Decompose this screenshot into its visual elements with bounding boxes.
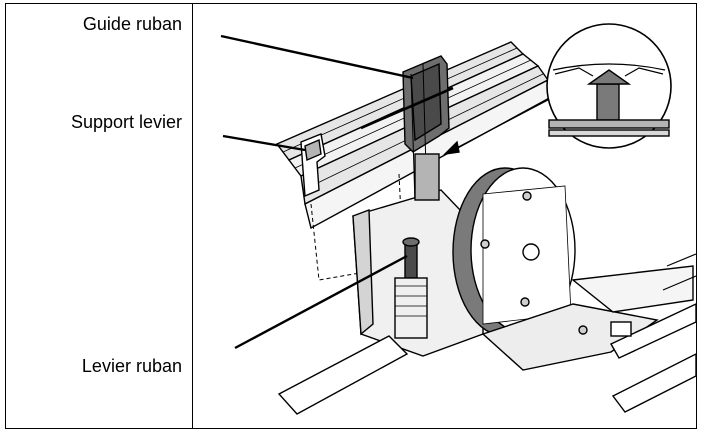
carriage-rods bbox=[277, 253, 696, 415]
label-levier-ruban: Levier ruban bbox=[81, 356, 182, 376]
leader-lines bbox=[220, 34, 414, 350]
ribbon-lever-part bbox=[394, 237, 428, 339]
column-divider bbox=[192, 4, 193, 428]
support-lever-part bbox=[300, 133, 326, 198]
label-guide-ruban: Guide ruban bbox=[82, 14, 182, 34]
print-head-carriage bbox=[352, 153, 484, 357]
ribbon-spool bbox=[452, 167, 576, 337]
detail-circle bbox=[546, 23, 672, 149]
ribbon-guide-part bbox=[360, 55, 454, 205]
figure-frame: Guide ruban Support levier Levier ruban bbox=[5, 3, 697, 429]
label-support-levier: Support levier bbox=[70, 112, 182, 132]
detail-arrow bbox=[443, 89, 568, 155]
printer-ribbon-illustration bbox=[220, 23, 696, 415]
